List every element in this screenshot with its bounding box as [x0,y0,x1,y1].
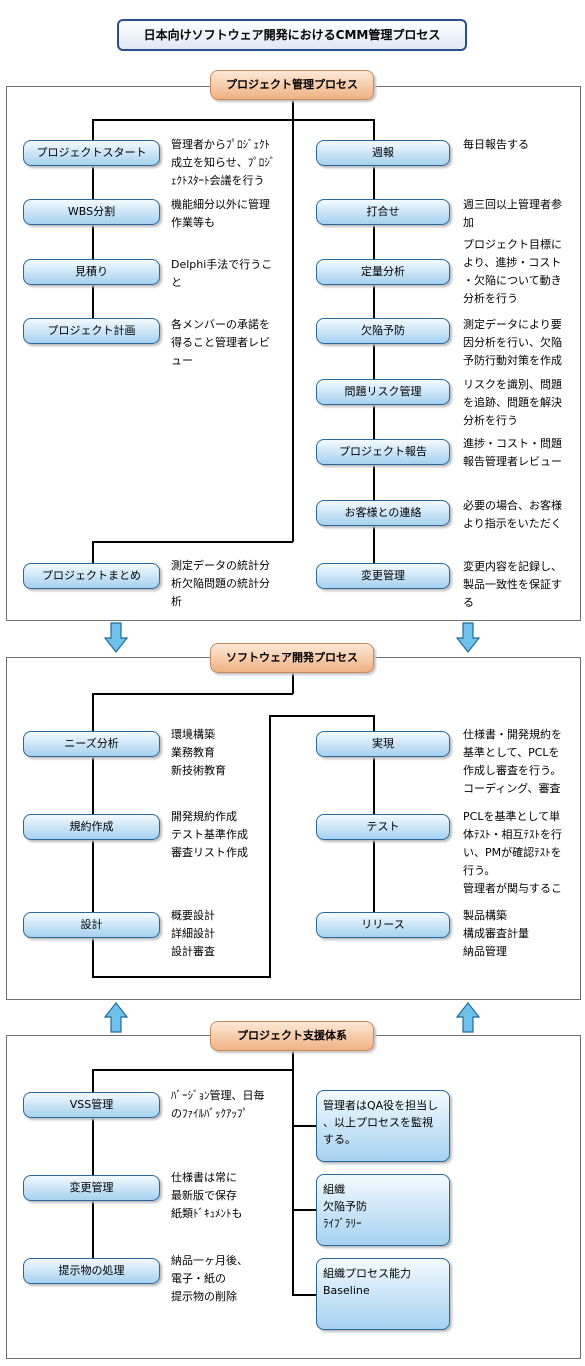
connector-line [292,119,374,121]
arrow-up-icon [103,1002,129,1033]
desc-project-plan: 各メンバーの承諾を得ること管理者レビュー [171,318,270,367]
connector-line [92,119,293,121]
connector-line [373,119,375,575]
desc-release: 製品構築構成審査計量納品管理 [463,909,529,958]
process-weekly-report: 週報 [316,140,450,166]
arrow-up-icon [455,1002,481,1033]
desc-rule-creation: 開発規約作成テスト基準作成審査リスト作成 [171,810,248,859]
connector-line [269,715,375,717]
process-change-control: 変更管理 [23,1175,160,1201]
desc-risk-management: リスクを識別、問題を追跡、問題を解決分析を行う [463,378,562,427]
connector-line [292,100,294,120]
process-vss-management: VSS管理 [23,1092,160,1118]
connector-line [292,1050,294,1070]
desc-needs-analysis: 環境構築業務教育新技術教育 [171,728,226,777]
desc-wbs-breakdown: 機能細分以外に管理作業等も [171,198,270,229]
process-rule-creation: 規約作成 [23,814,160,840]
process-project-plan: プロジェクト計画 [23,318,160,344]
connector-line [292,119,294,542]
process-needs-analysis: ニーズ分析 [23,731,160,757]
process-design: 設計 [23,912,160,938]
arrow-down-icon [455,622,481,653]
connector-line [92,541,94,576]
process-release: リリース [316,912,450,938]
section-header-project-management: プロジェクト管理プロセス [210,70,374,100]
desc-change-management: 変更内容を記録し、製品一致性を保証する [463,560,562,609]
process-implementation: 実現 [316,731,450,757]
desc-customer-contact: 必要の場合、お客様より指示をいただく [463,499,562,530]
desc-design: 概要設計詳細設計設計審査 [171,909,215,958]
desc-deliverable-handling: 納品一ヶ月後、電子・紙の提示物の削除 [171,1254,248,1303]
desc-defect-prevention: 測定データにより要因分析を行い、欠陥予防行動対策を作成 [463,318,562,367]
process-risk-management: 問題リスク管理 [316,379,450,405]
process-project-start: プロジェクトスタート [23,140,160,166]
connector-line [92,693,293,695]
process-estimation: 見積り [23,259,160,285]
section-header-project-support: プロジェクト支援体系 [210,1021,374,1051]
connector-line [292,1125,316,1127]
process-project-summary: プロジェクトまとめ [23,563,160,589]
connector-line [92,119,94,331]
process-customer-contact: お客様との連絡 [316,500,450,526]
connector-line [292,1069,294,1295]
desc-vss-management: ﾊﾞｰｼﾞｮﾝ管理、日毎のﾌｧｲﾙﾊﾞｯｸｱｯﾌﾟ [171,1089,265,1120]
process-defect-prevention: 欠陥予防 [316,318,450,344]
arrow-down-icon [103,622,129,653]
process-deliverable-handling: 提示物の処理 [23,1258,160,1284]
desc-project-start: 管理者からﾌﾟﾛｼﾞｪｸﾄ成立を知らせ、ﾌﾟﾛｼﾞｪｸﾄｽﾀｰﾄ会議を行う [171,138,276,187]
desc-project-report: 進捗・コスト・問題報告管理者レビュー [463,437,562,468]
connector-line [292,1209,316,1211]
connector-line [269,715,271,978]
connector-line [92,1069,94,1271]
process-project-report: プロジェクト報告 [316,439,450,465]
desc-project-summary: 測定データの統計分析欠陥問題の統計分析 [171,559,270,608]
connector-line [92,541,293,543]
desc-test: PCLを基準として単体ﾃｽﾄ・相互ﾃｽﾄを行い、PMが確認ﾃｽﾄを行う。管理者が… [463,810,562,895]
process-meeting: 打合せ [316,199,450,225]
connector-line [92,976,270,978]
connector-line [292,1294,316,1296]
process-test: テスト [316,814,450,840]
process-wbs-breakdown: WBS分割 [23,199,160,225]
desc-change-control: 仕様書は常に最新版で保存紙類ﾄﾞｷｭﾒﾝﾄも [171,1171,243,1220]
desc-weekly-report: 毎日報告する [463,138,529,151]
qa-role-box: 管理者はQA役を担当し、以上プロセスを監視する。 [316,1090,450,1162]
desc-quantitative-analysis: プロジェクト目標により、進捗・コスト・欠陥について動き分析を行う [463,238,562,305]
desc-implementation: 仕様書・開発規約を基準として、PCLを作成し審査を行う。コーディング、審査 [463,728,562,795]
process-quantitative-analysis: 定量分析 [316,259,450,285]
section-header-software-development: ソフトウェア開発プロセス [210,643,374,673]
desc-estimation: Delphi手法で行うこと [171,258,273,289]
desc-meeting: 週三回以上管理者参加 [463,198,562,229]
connector-line [292,672,294,694]
process-change-management: 変更管理 [316,563,450,589]
organization-defect-prevention-box: 組織欠陥予防ﾗｲﾌﾞﾗﾘｰ [316,1174,450,1246]
diagram-title: 日本向けソフトウェア開発におけるCMM管理プロセス [117,19,467,51]
connector-line [92,1069,293,1071]
